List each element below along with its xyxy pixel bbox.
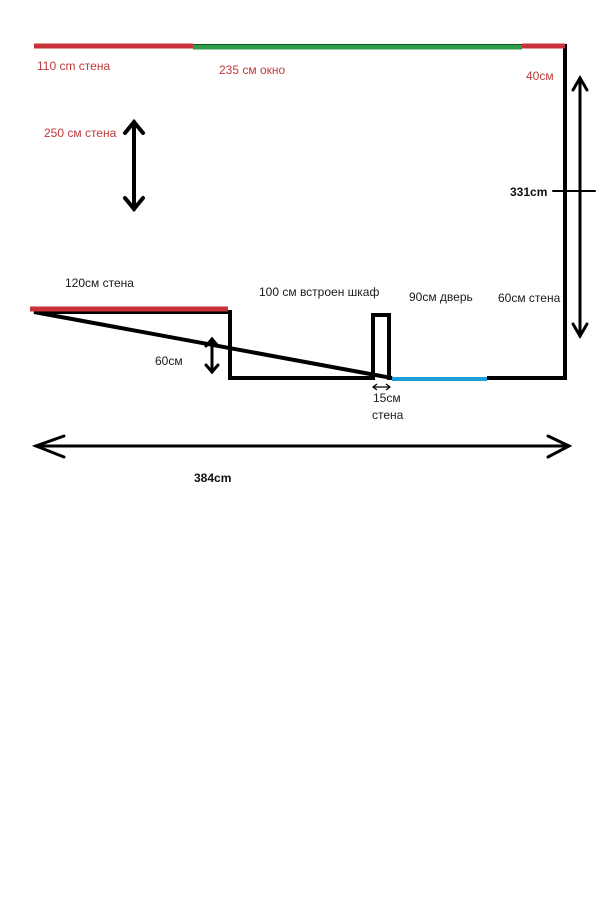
- label-wall-15: 15см: [373, 391, 401, 405]
- label-step-60: 60см: [155, 354, 183, 368]
- label-width-384: 384cm: [194, 471, 232, 485]
- label-wall-120: 120см стена: [65, 276, 134, 290]
- label-wall-15-word: стена: [372, 408, 404, 422]
- label-window-235: 235 см окно: [219, 63, 286, 77]
- arrow-250-icon: [123, 118, 145, 213]
- label-wall-40: 40см: [526, 69, 554, 83]
- arrow-60-icon: [204, 336, 220, 375]
- arrow-331-icon: [552, 75, 596, 339]
- label-wall-60-right: 60см стена: [498, 291, 561, 305]
- label-height-331: 331cm: [510, 185, 548, 199]
- arrow-15-icon: [372, 383, 391, 391]
- label-wall-110: 110 cm стена: [37, 59, 111, 73]
- label-closet-100: 100 см встроен шкаф: [259, 285, 380, 299]
- label-wall-250: 250 см стена: [44, 126, 117, 140]
- room-outline: [33, 44, 567, 380]
- arrow-384-icon: [31, 434, 573, 459]
- label-door-90: 90см дверь: [409, 290, 473, 304]
